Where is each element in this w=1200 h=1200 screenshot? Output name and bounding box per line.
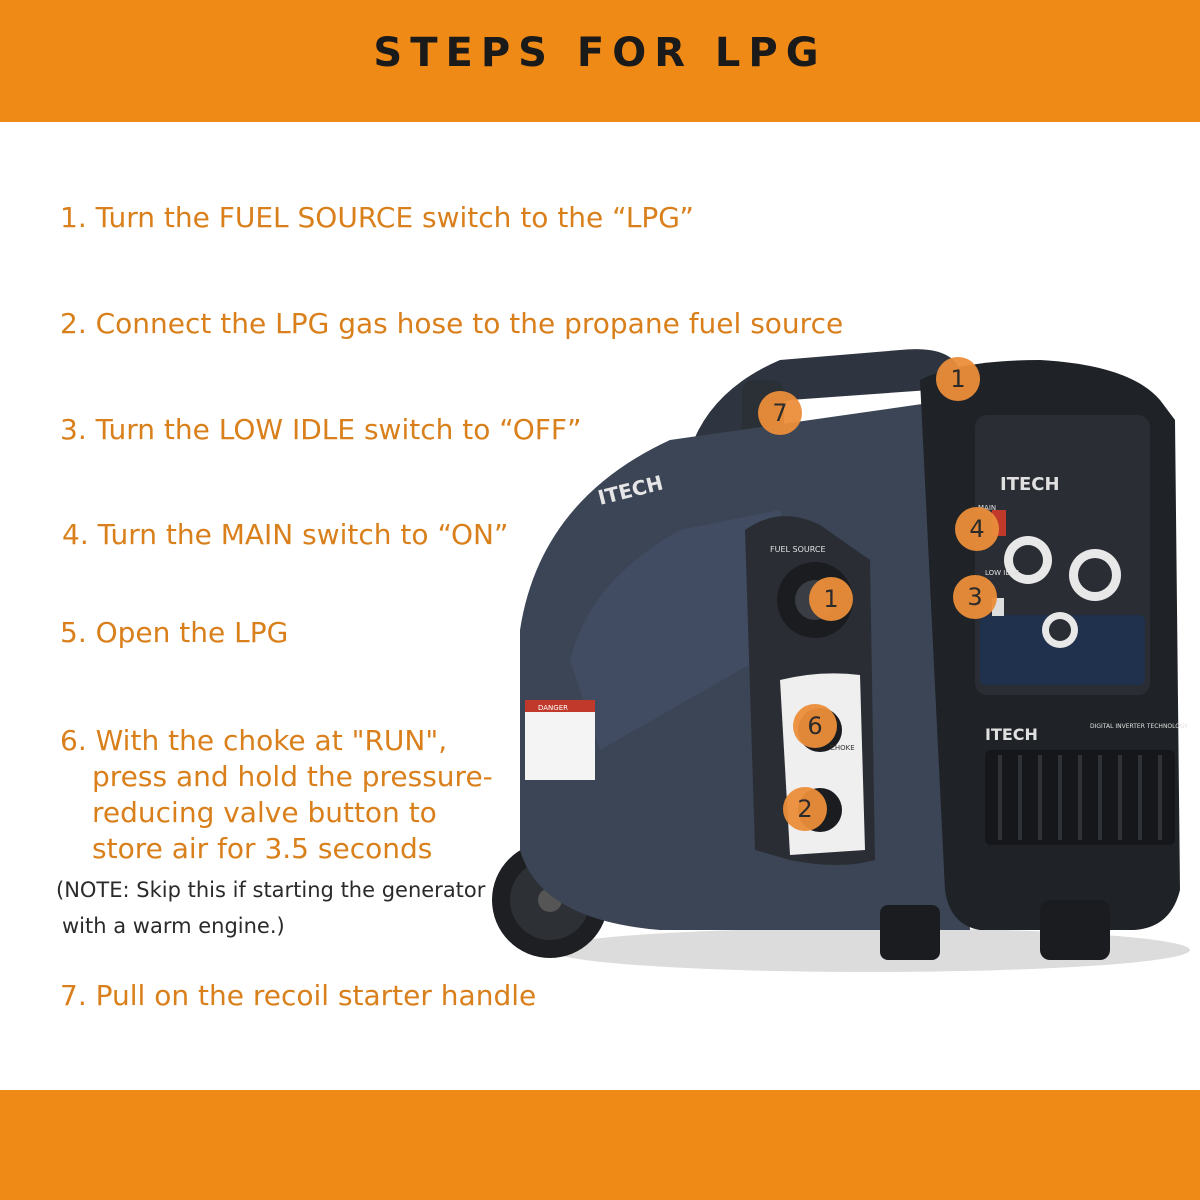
note-line-2: with a warm engine.) [62,914,285,938]
callout-1-fuel: 1 [809,577,853,621]
callout-1-top: 1 [936,357,980,401]
danger-label: DANGER [538,704,568,712]
step-5: 5. Open the LPG [60,616,289,649]
callout-4: 4 [955,507,999,551]
digital-inverter-label: DIGITAL INVERTER TECHNOLOGY [1090,723,1188,730]
page-title: STEPS FOR LPG [373,30,827,76]
generator-svg: ITECH ITECH ITECH FUEL SOURCE MAIN LOW I… [492,349,1190,972]
callout-3: 3 [953,575,997,619]
callout-2: 2 [783,787,827,831]
lower-brand-label: ITECH [985,725,1038,744]
step-2: 2. Connect the LPG gas hose to the propa… [60,307,844,340]
step-6: 6. With the choke at "RUN", press and ho… [60,723,493,867]
step-6-line-4: store air for 3.5 seconds [92,832,433,865]
main-label: MAIN [978,504,996,512]
choke-label: CHOKE [830,744,855,752]
low-idle-label: LOW IDLE [985,569,1019,577]
callout-7: 7 [758,391,802,435]
step-1: 1. Turn the FUEL SOURCE switch to the “L… [60,201,694,234]
note: (NOTE: Skip this if starting the generat… [56,872,485,944]
step-6-line-1: 6. With the choke at "RUN", [60,724,448,757]
step-3: 3. Turn the LOW IDLE switch to “OFF” [60,413,582,446]
generator-illustration: ITECH ITECH ITECH FUEL SOURCE MAIN LOW I… [480,330,1200,990]
step-6-line-3: reducing valve button to [92,796,437,829]
callout-6: 6 [793,704,837,748]
front-brand-label: ITECH [1000,474,1060,495]
header-band [0,0,1200,122]
step-4: 4. Turn the MAIN switch to “ON” [62,518,509,551]
step-7: 7. Pull on the recoil starter handle [60,979,537,1012]
note-line-1: (NOTE: Skip this if starting the generat… [56,878,486,902]
step-6-line-2: press and hold the pressure- [92,760,493,793]
fuel-source-label: FUEL SOURCE [770,545,826,554]
footer-band [0,1090,1200,1200]
